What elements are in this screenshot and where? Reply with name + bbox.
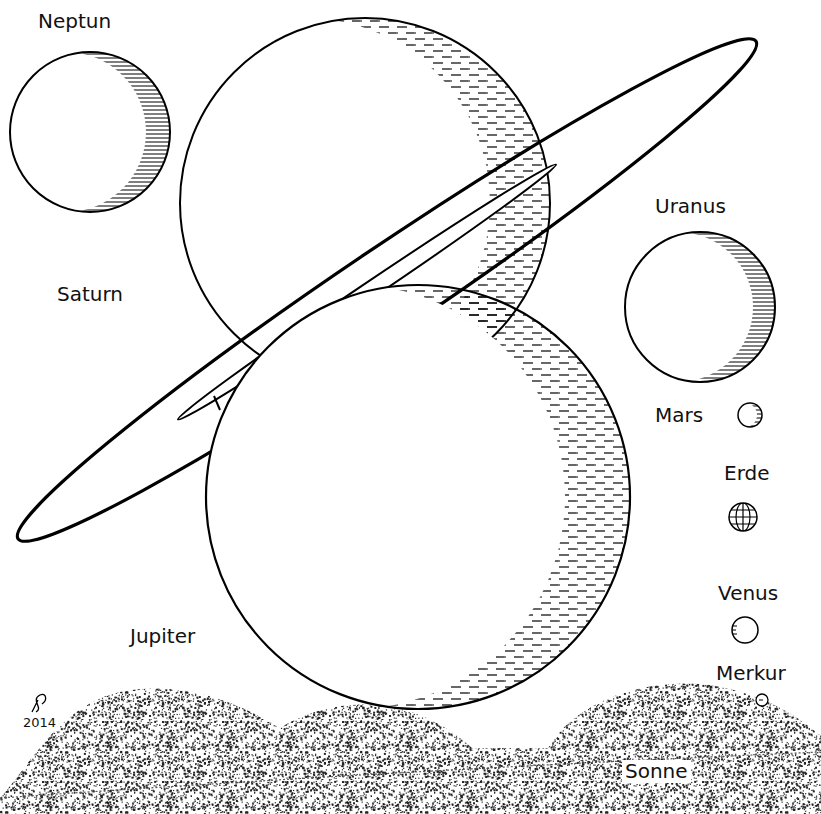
planet-label: Mars — [655, 404, 703, 427]
signature-year: 2014 — [20, 716, 59, 731]
planet-label: Jupiter — [130, 625, 195, 648]
planet-label: Uranus — [655, 195, 726, 218]
sun-label: Sonne — [622, 760, 691, 783]
mercury-planet — [756, 694, 768, 706]
neptune-planet — [0, 52, 170, 212]
venus-planet — [732, 617, 758, 643]
jupiter-planet — [141, 285, 630, 709]
earth-planet — [726, 500, 760, 534]
planet-label: Merkur — [716, 662, 786, 685]
planet-label: Neptun — [38, 10, 111, 33]
sun-horizon — [0, 752, 821, 798]
planet-label: Venus — [718, 582, 778, 605]
planet-label: Erde — [724, 462, 770, 485]
mars-planet — [733, 403, 762, 427]
signature-mark — [32, 694, 46, 712]
uranus-planet — [603, 232, 775, 382]
planet-label: Saturn — [57, 283, 123, 306]
